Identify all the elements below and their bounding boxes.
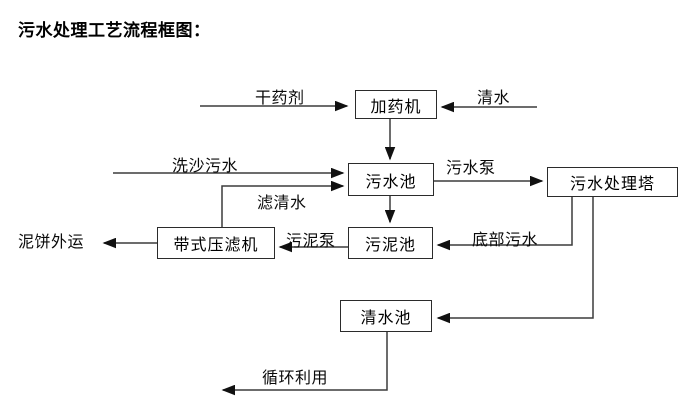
edge-label-mud-cake-out: 泥饼外运 [18, 234, 85, 251]
edge-label-bottom-sewage: 底部污水 [472, 232, 539, 249]
edge-label-clean-water: 清水 [477, 90, 511, 107]
diagram-title: 污水处理工艺流程框图： [18, 21, 211, 40]
edge-recycle-arrow [221, 332, 388, 396]
edge-bottom-sewage-arrow [436, 197, 573, 251]
node-clean-water-pool: 清水池 [340, 300, 432, 332]
edge-label-filtered-water: 滤清水 [257, 195, 307, 212]
edge-label-sewage-pump: 污水泵 [446, 160, 496, 177]
edge-label-dry-agent: 干药剂 [255, 90, 305, 107]
edge-label-sludge-pump: 污泥泵 [286, 233, 336, 250]
edge-label-recycle: 循环利用 [262, 370, 329, 387]
node-treatment-tower: 污水处理塔 [547, 167, 678, 197]
edge-filtered-water-arrow [221, 180, 345, 227]
node-sewage-pool: 污水池 [348, 163, 434, 196]
node-dosing-machine: 加药机 [355, 90, 437, 119]
node-belt-filter-press: 带式压滤机 [157, 227, 275, 259]
node-sludge-pool: 污泥池 [348, 227, 433, 259]
edge-tower-to-clean-arrow [436, 197, 594, 324]
edge-label-sand-washing-sewage: 洗沙污水 [172, 158, 239, 175]
